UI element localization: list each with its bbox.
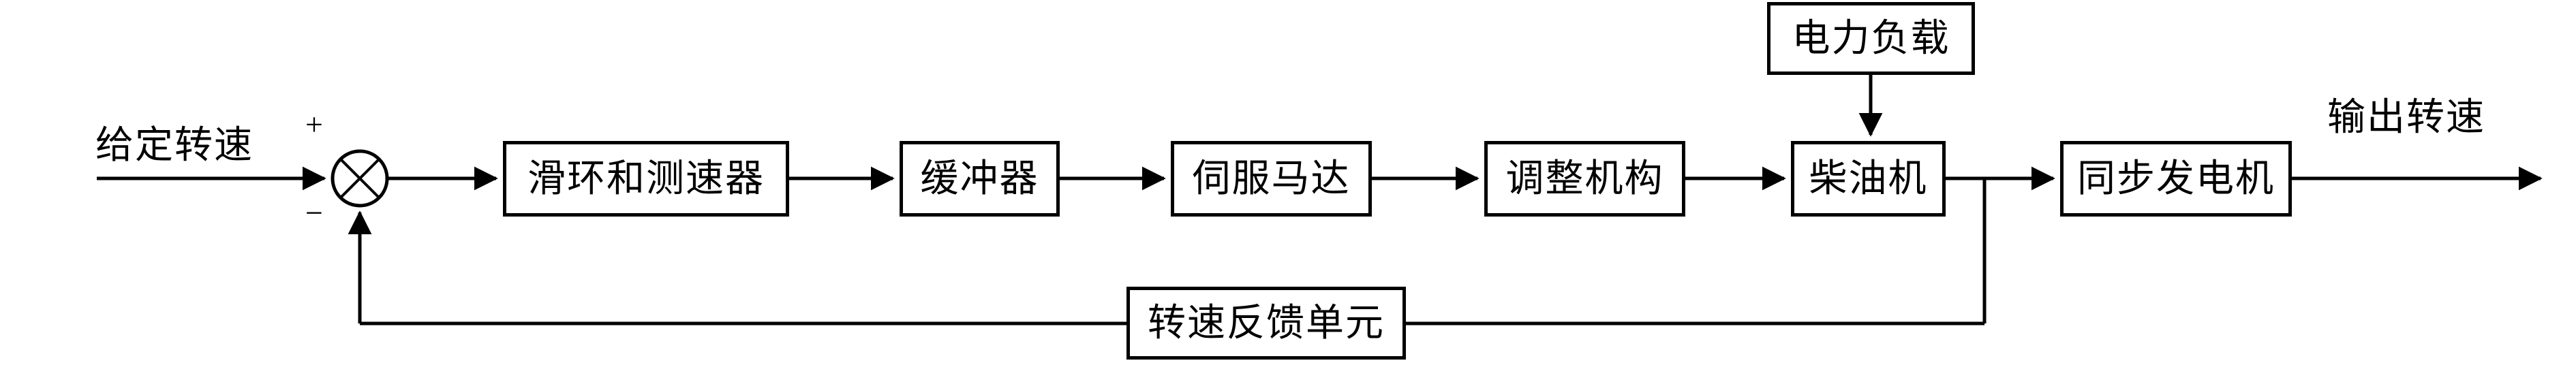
plus-sign-label: + [305, 107, 323, 142]
block-label-servo-motor: 伺服马达 [1192, 157, 1351, 200]
block-slip-ring-tachometer[interactable]: 滑环和测速器 [503, 141, 789, 217]
output-label: 输出转速 [2327, 97, 2485, 139]
block-label-electric-load: 电力负载 [1792, 17, 1950, 60]
block-label-adjust-mechanism: 调整机构 [1505, 157, 1664, 200]
block-label-diesel-engine: 柴油机 [1809, 157, 1928, 200]
block-servo-motor[interactable]: 伺服马达 [1171, 141, 1372, 217]
block-label-speed-feedback-unit: 转速反馈单元 [1148, 302, 1385, 345]
block-speed-feedback-unit[interactable]: 转速反馈单元 [1126, 287, 1406, 360]
block-adjust-mechanism[interactable]: 调整机构 [1484, 141, 1685, 217]
block-diesel-engine[interactable]: 柴油机 [1791, 141, 1946, 217]
minus-sign-label: − [305, 195, 323, 230]
block-electric-load[interactable]: 电力负载 [1767, 2, 1975, 75]
summing-junction-symbol [331, 149, 389, 208]
block-buffer[interactable]: 缓冲器 [900, 141, 1060, 217]
block-label-synchronous-generator: 同步发电机 [2077, 157, 2275, 200]
input-label: 给定转速 [95, 125, 254, 167]
block-synchronous-generator[interactable]: 同步发电机 [2060, 141, 2292, 217]
block-label-buffer: 缓冲器 [920, 157, 1039, 200]
block-label-slip-ring-tachometer: 滑环和测速器 [527, 157, 765, 200]
